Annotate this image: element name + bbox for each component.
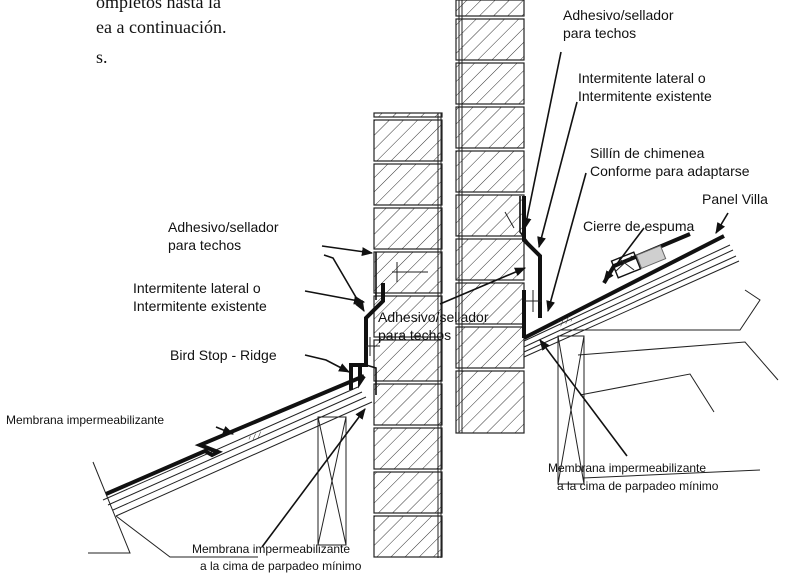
- left-flashing-label-2: Intermitente existente: [133, 298, 267, 314]
- left-labels: Adhesivo/sellador para techos Intermiten…: [6, 219, 362, 573]
- right-labels: Adhesivo/sellador para techos Intermiten…: [548, 7, 768, 493]
- intro-line-1: ompletos hasta la: [96, 0, 221, 12]
- panel-villa-label: Panel Villa: [702, 191, 768, 207]
- intro-line-3: s.: [96, 47, 108, 67]
- center-adhesive-label-2: para techos: [378, 327, 451, 343]
- intro-line-2: ea a continuación.: [96, 17, 226, 37]
- bird-stop-label: Bird Stop - Ridge: [170, 347, 277, 363]
- right-adhesive-label-2: para techos: [563, 25, 636, 41]
- cricket-label-1: Sillín de chimenea: [590, 145, 705, 161]
- callout-leaders: [215, 51, 729, 548]
- right-flashing-label-1: Intermitente lateral o: [578, 70, 706, 86]
- right-roof-assembly: [504, 196, 779, 485]
- right-membrane-min-label-2: a la cima de parpadeo mínimo: [557, 479, 719, 493]
- foam-closure-label: Cierre de espuma: [583, 218, 694, 234]
- center-adhesive-label-1: Adhesivo/sellador: [378, 309, 489, 325]
- cricket-label-2: Conforme para adaptarse: [590, 163, 750, 179]
- center-labels: Adhesivo/sellador para techos: [378, 309, 489, 343]
- left-chimney-bricks: [373, 112, 443, 558]
- right-membrane-min-label-1: Membrana impermeabilizante: [548, 461, 706, 475]
- left-flashing-label-1: Intermitente lateral o: [133, 280, 261, 296]
- intro-paragraph: ompletos hasta la ea a continuación. s.: [96, 0, 226, 67]
- left-adhesive-label-2: para techos: [168, 237, 241, 253]
- left-membrane-min-label-2: a la cima de parpadeo mínimo: [200, 559, 362, 573]
- right-adhesive-label-1: Adhesivo/sellador: [563, 7, 674, 23]
- membrane-label: Membrana impermeabilizante: [6, 413, 164, 427]
- right-chimney-bricks: [455, 0, 525, 434]
- left-adhesive-label-1: Adhesivo/sellador: [168, 219, 279, 235]
- left-membrane-min-label-1: Membrana impermeabilizante: [192, 542, 350, 556]
- right-flashing-label-2: Intermitente existente: [578, 88, 712, 104]
